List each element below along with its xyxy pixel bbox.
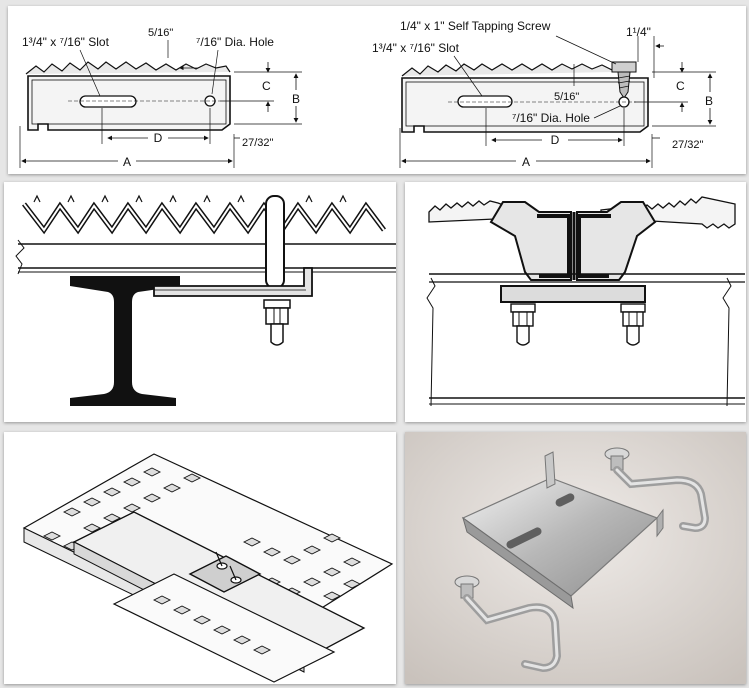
bolt-end-shape [270,323,284,346]
product-photo-svg [405,432,746,684]
grating-zigzag [22,194,386,235]
fraction-5-16-label: 5/16" [554,91,579,103]
hole-label: ⁷/16" Dia. Hole [196,35,274,49]
dim-27-32-label: 27/32" [242,137,274,149]
beam-clamp-section-svg [15,194,396,406]
hook-bolt-bottom [454,575,562,673]
plate-slot-photo [506,527,542,549]
serrated-surface [25,61,231,75]
screw-body-shape [617,71,631,99]
isometric-installation-svg [22,453,394,683]
nut-shape [265,307,289,325]
hole-label: ⁷/16" Dia. Hole [512,111,590,125]
nut-left [512,311,534,327]
dim-d-label: D [551,133,560,147]
nut-right [622,311,644,327]
i-beam-shape [70,276,180,406]
dim-c-label: C [676,79,685,93]
left-channel-drawing: D A B C 27/32" 1³/4" x ⁷/16" Slot [19,27,302,169]
dim-a-label: A [123,155,131,169]
dim-a-label: A [522,155,530,169]
bolt-left [516,325,530,346]
fraction-5-16-label: 5/16" [148,27,173,39]
dim-d-label: D [154,131,163,145]
hook-bolt-top [604,447,710,533]
dimension-drawings-panel: D A B C 27/32" 1³/4" x ⁷/16" Slot [8,6,746,174]
dim-c-label: C [262,79,271,93]
splice-plate [500,285,646,303]
dim-b-label: B [292,92,300,106]
dim-27-32-label: 27/32" [672,139,704,151]
dim-b-label: B [705,94,713,108]
slot-label: 1³/4" x ⁷/16" Slot [22,35,110,49]
clamp-plate [153,267,313,297]
clamp-plate-iso [188,555,262,593]
clamp-hook-bar [265,195,285,289]
serrated-surface [401,63,615,77]
channel-left [489,201,572,281]
screw-label: 1/4" x 1" Self Tapping Screw [400,19,551,33]
splice-clamp-section-svg [426,196,745,407]
product-photo-panel [405,432,746,684]
slot-shape [79,95,137,108]
grating-right [600,196,736,229]
isometric-installation-panel [4,432,396,684]
slot-label: 1³/4" x ⁷/16" Slot [372,41,460,55]
splice-clamp-section-panel [405,182,746,422]
washer-shape [263,299,291,309]
washer-left [510,303,536,313]
beam-clamp-section-panel [4,182,396,422]
fraction-1-1-4-label: 1¹/4" [626,25,651,39]
channel-right [576,201,657,281]
washer-right [620,303,646,313]
slot-shape [457,95,513,108]
dimension-drawings-svg: D A B C 27/32" 1³/4" x ⁷/16" Slot [19,19,716,169]
bolt-right [626,325,640,346]
right-channel-drawing: D A B C 1¹/4" 27/32" [372,19,716,169]
